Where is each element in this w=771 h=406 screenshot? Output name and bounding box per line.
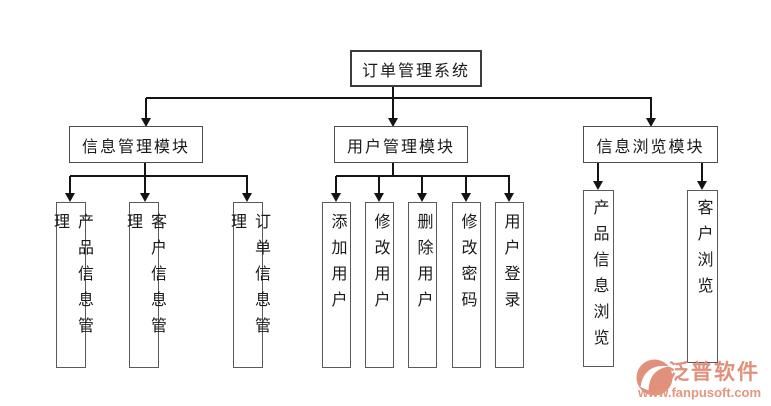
node-module-info-management: 信息管理模块	[69, 126, 203, 163]
arrowhead-down-icon	[141, 118, 151, 127]
connector-arrow-shaft	[335, 176, 337, 194]
connector-arrow-shaft	[465, 176, 467, 194]
connector-arrow-shaft	[597, 163, 599, 182]
node-leaf-product-info-mgmt: 产品信息管理	[51, 202, 92, 368]
node-leaf-label: 添加用户	[328, 213, 346, 317]
arrowhead-down-icon	[593, 181, 603, 190]
connector-arrow-shaft	[69, 176, 71, 194]
node-leaf-product-info-browse: 产品信息浏览	[583, 190, 614, 367]
node-module-label: 信息管理模块	[81, 138, 190, 156]
arrowhead-down-icon	[65, 193, 75, 202]
connector-module2-stub	[392, 163, 394, 176]
arrowhead-down-icon	[388, 118, 398, 127]
connector-bus-module1	[70, 175, 248, 177]
node-leaf-label: 客户浏览	[694, 199, 712, 303]
connector-arrow-shaft	[508, 176, 510, 194]
node-module-label: 信息浏览模块	[596, 138, 705, 156]
node-leaf-label: 修改用户	[371, 213, 389, 317]
connector-bus-module2	[336, 175, 510, 177]
node-leaf-user-login: 用户登录	[495, 202, 524, 368]
arrowhead-down-icon	[646, 118, 656, 127]
node-leaf-order-info-mgmt: 订单信息管理	[228, 202, 269, 368]
connector-module1-stub	[144, 163, 146, 176]
node-leaf-delete-user: 删除用户	[408, 202, 437, 368]
connector-arrow-shaft	[378, 176, 380, 194]
arrowhead-down-icon	[461, 193, 471, 202]
node-leaf-label: 客户信息管理	[124, 213, 165, 343]
node-module-label: 用户管理模块	[346, 138, 455, 156]
watermark-url-text: www.fanpusoft.com	[638, 385, 762, 400]
connector-arrow-shaft	[650, 98, 652, 119]
node-leaf-customer-browse: 客户浏览	[687, 190, 718, 363]
connector-arrow-shaft	[246, 176, 248, 194]
node-leaf-label: 订单信息管理	[228, 213, 269, 343]
connector-arrow-shaft	[144, 176, 146, 194]
connector-root-stub	[392, 87, 394, 98]
node-module-user-management: 用户管理模块	[334, 126, 468, 163]
node-leaf-modify-user: 修改用户	[365, 202, 394, 368]
watermark: 泛普软件 www.fanpusoft.com	[636, 356, 771, 406]
node-leaf-add-user: 添加用户	[322, 202, 351, 368]
node-leaf-change-password: 修改密码	[452, 202, 481, 368]
arrowhead-down-icon	[331, 193, 341, 202]
arrowhead-down-icon	[697, 181, 707, 190]
arrowhead-down-icon	[374, 193, 384, 202]
node-leaf-label: 修改密码	[458, 213, 476, 317]
node-root-label: 订单管理系统	[361, 62, 470, 80]
node-leaf-label: 删除用户	[414, 213, 432, 317]
connector-arrow-shaft	[421, 176, 423, 194]
watermark-brand-text: 泛普软件	[668, 361, 760, 384]
node-leaf-label: 产品信息管理	[51, 213, 92, 343]
node-leaf-label: 产品信息浏览	[590, 199, 608, 355]
fanpu-swirl-icon	[636, 359, 673, 396]
connector-arrow-shaft	[701, 163, 703, 182]
connector-arrow-shaft	[145, 98, 147, 119]
arrowhead-down-icon	[417, 193, 427, 202]
node-module-info-browse: 信息浏览模块	[583, 126, 718, 163]
node-leaf-label: 用户登录	[501, 213, 519, 317]
connector-arrow-shaft	[392, 98, 394, 119]
arrowhead-down-icon	[242, 193, 252, 202]
node-leaf-customer-info-mgmt: 客户信息管理	[124, 202, 165, 368]
arrowhead-down-icon	[140, 193, 150, 202]
arrowhead-down-icon	[504, 193, 514, 202]
node-root-system: 订单管理系统	[350, 50, 482, 87]
connector-bus-level1	[146, 97, 652, 99]
